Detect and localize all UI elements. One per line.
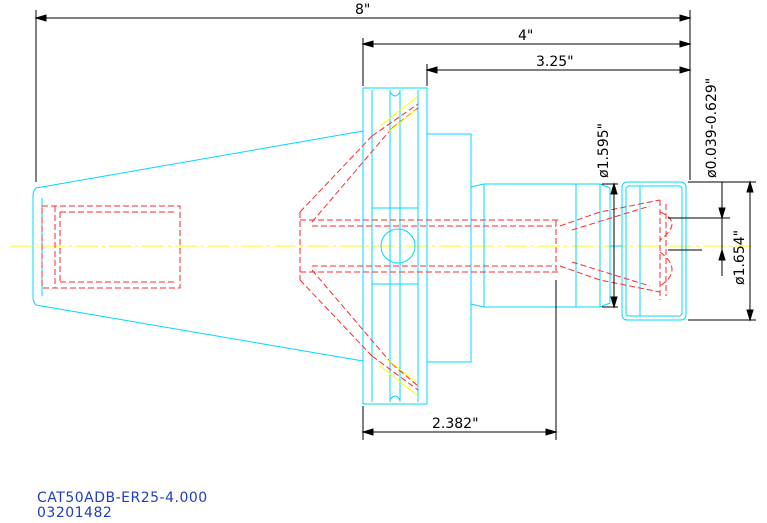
hidden-lines bbox=[41, 103, 673, 391]
pull-stud-bore bbox=[41, 205, 181, 289]
part-code: 03201482 bbox=[37, 505, 113, 521]
dim-nut-diameter: ø1.654" bbox=[732, 230, 748, 285]
body bbox=[470, 183, 601, 308]
dim-clamping-range: ø0.039-0.629" bbox=[704, 78, 720, 178]
neck bbox=[426, 133, 472, 363]
drive-slot bbox=[380, 228, 416, 264]
taper-shank bbox=[32, 130, 364, 362]
dim-bore-depth: 2.382" bbox=[432, 416, 479, 432]
dimension-lines bbox=[34, 10, 756, 440]
dim-flange-length: 3.25" bbox=[536, 54, 574, 70]
dim-body-diameter: ø1.595" bbox=[596, 123, 612, 178]
dim-overall-length: 8" bbox=[355, 2, 370, 18]
dim-gauge-length: 4" bbox=[518, 28, 533, 44]
part-number: CAT50ADB-ER25-4.000 bbox=[37, 490, 208, 506]
flange-construction bbox=[379, 95, 419, 397]
tool-holder-outline bbox=[32, 87, 687, 405]
collet-nut bbox=[621, 181, 687, 321]
collet-taper bbox=[559, 199, 661, 293]
